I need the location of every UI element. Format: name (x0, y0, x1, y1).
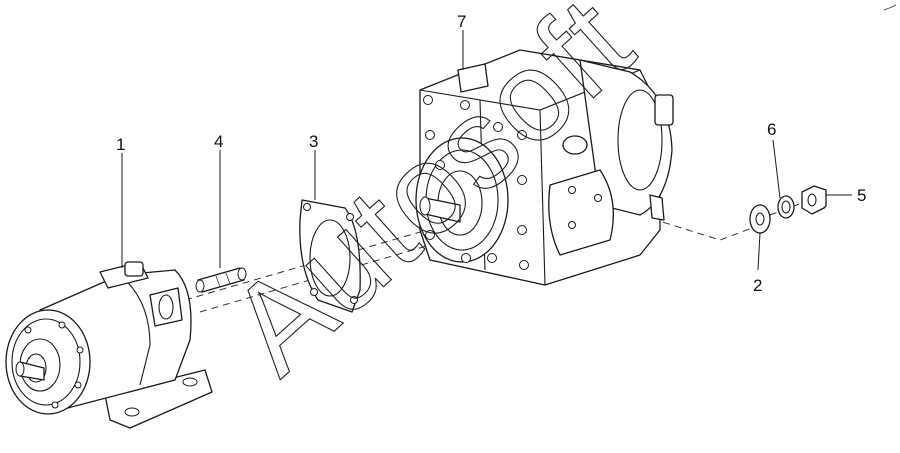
callout-2: 2 (753, 276, 762, 295)
callout-leaders (121, 30, 852, 271)
part-5-hex-nut (801, 185, 827, 215)
part-6-spring-washer (777, 195, 795, 219)
callout-5: 5 (857, 186, 866, 205)
part-4-dowel-pin (195, 267, 247, 293)
part-7-pump-assembly (415, 49, 674, 286)
callout-3: 3 (309, 132, 318, 151)
part-2-flat-washer (749, 204, 771, 234)
callout-4: 4 (214, 132, 223, 151)
callout-7: 7 (457, 12, 466, 31)
part-1-motor-housing (5, 261, 213, 429)
callout-6: 6 (767, 120, 776, 139)
part-3-gasket (299, 199, 361, 313)
corner-mark (883, 4, 897, 11)
callout-1: 1 (116, 135, 125, 154)
